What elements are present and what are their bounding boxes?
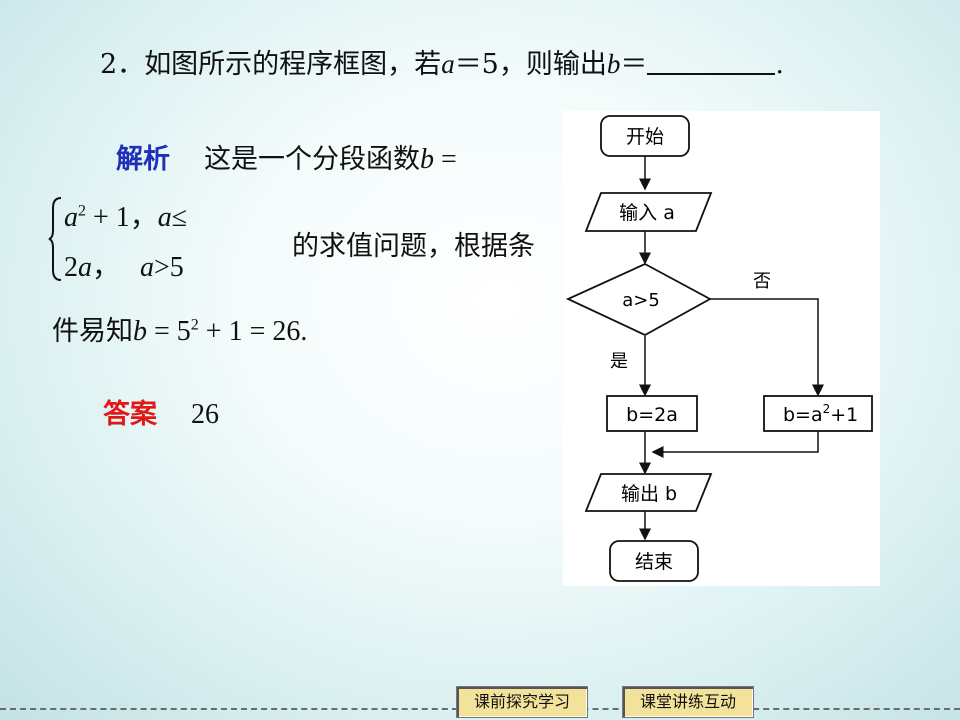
svg-text:开始: 开始 <box>626 126 664 148</box>
no-process-node <box>763 395 873 432</box>
decision-node <box>565 262 712 337</box>
piecewise-case-2: 2a，a>5 <box>64 252 184 283</box>
yes-branch-label: 是 <box>610 351 628 372</box>
analysis-intro: 解析这是一个分段函数b = <box>116 144 457 175</box>
start-node <box>600 115 690 157</box>
analysis-conclusion: 件易知b = 52 + 1 = 26. <box>52 316 308 347</box>
flowchart: 开始 输入 a a>5 否 是 b=2a b=a2+1 输出 b 结束 <box>563 111 880 586</box>
svg-text:输入 a: 输入 a <box>619 202 675 224</box>
svg-text:结束: 结束 <box>635 551 673 573</box>
piecewise-brace <box>48 197 62 281</box>
question-text: 2．如图所示的程序框图，若a＝5，则输出b＝. <box>100 49 784 80</box>
output-node <box>584 473 713 512</box>
svg-text:b=a2+1: b=a2+1 <box>783 402 858 426</box>
input-node <box>584 192 713 232</box>
answer-blank <box>647 51 776 75</box>
analysis-label: 解析 <box>116 144 170 175</box>
answer-line: 答案 26 <box>103 392 219 431</box>
piecewise-case-1: a2 + 1，a≤ <box>64 202 188 233</box>
answer-label: 答案 <box>103 399 157 430</box>
next-section-button[interactable]: 课堂讲练互动 <box>622 686 754 718</box>
svg-text:a>5: a>5 <box>622 290 660 311</box>
end-node <box>609 540 699 582</box>
svg-text:b=2a: b=2a <box>626 404 678 426</box>
svg-text:输出 b: 输出 b <box>621 483 677 505</box>
yes-process-node <box>606 395 698 432</box>
answer-value: 26 <box>191 399 219 430</box>
prev-section-button[interactable]: 课前探究学习 <box>456 686 588 718</box>
no-branch-label: 否 <box>753 271 771 292</box>
question-number: 2． <box>100 49 145 80</box>
analysis-continuation: 的求值问题，根据条 <box>292 231 535 262</box>
